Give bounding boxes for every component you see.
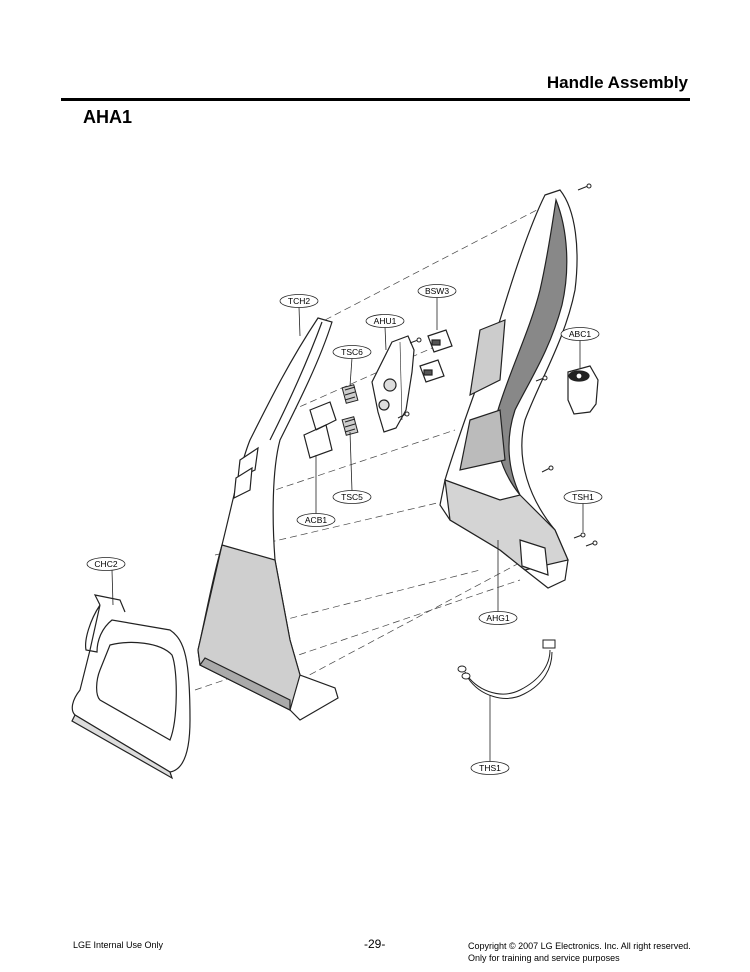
callout-tch2: TCH2 [279,294,319,308]
header-rule [61,98,690,101]
handle-bracket-part [371,335,415,433]
callout-tsc5: TSC5 [332,490,372,504]
callout-label: TSC6 [341,347,363,357]
footer-copyright-block: Copyright © 2007 LG Electronics. Inc. Al… [468,940,691,964]
callout-label: ABC1 [569,329,591,339]
callout-tsh1: TSH1 [563,490,603,504]
callout-label: TSC5 [341,492,363,502]
spring-parts [341,384,359,436]
callout-abc1: ABC1 [560,327,600,341]
callout-label: ACB1 [305,515,327,525]
cap-part [567,365,599,415]
callout-label: BSW3 [425,286,449,296]
callout-label: CHC2 [94,559,117,569]
callout-ahg1: AHG1 [478,611,518,625]
switch-parts [419,329,453,383]
rear-handle-body-part [439,189,578,589]
callout-label: AHU1 [374,316,397,326]
section-code: AHA1 [83,107,133,127]
callout-ths1: THS1 [470,761,510,775]
page-number: -29- [364,937,386,951]
wire-harness-part [457,639,556,699]
footer-purpose: Only for training and service purposes [468,953,620,963]
callout-ahu1: AHU1 [365,314,405,328]
screw-parts [397,183,598,547]
callout-acb1: ACB1 [296,513,336,527]
footer-internal-use: LGE Internal Use Only [73,940,164,950]
callout-bsw3: BSW3 [417,284,457,298]
callout-leaders [111,297,584,762]
page-title: Handle Assembly [546,73,688,92]
callout-label: TSH1 [572,492,594,502]
callout-tsc6: TSC6 [332,345,372,359]
button-part [303,401,337,459]
front-handle-cover-part [197,317,339,721]
footer-copyright: Copyright © 2007 LG Electronics. Inc. Al… [468,941,691,951]
callout-label: AHG1 [486,613,509,623]
callout-label: THS1 [479,763,501,773]
callout-chc2: CHC2 [86,557,126,571]
callout-label: TCH2 [288,296,310,306]
cradle-base-part [71,594,191,780]
